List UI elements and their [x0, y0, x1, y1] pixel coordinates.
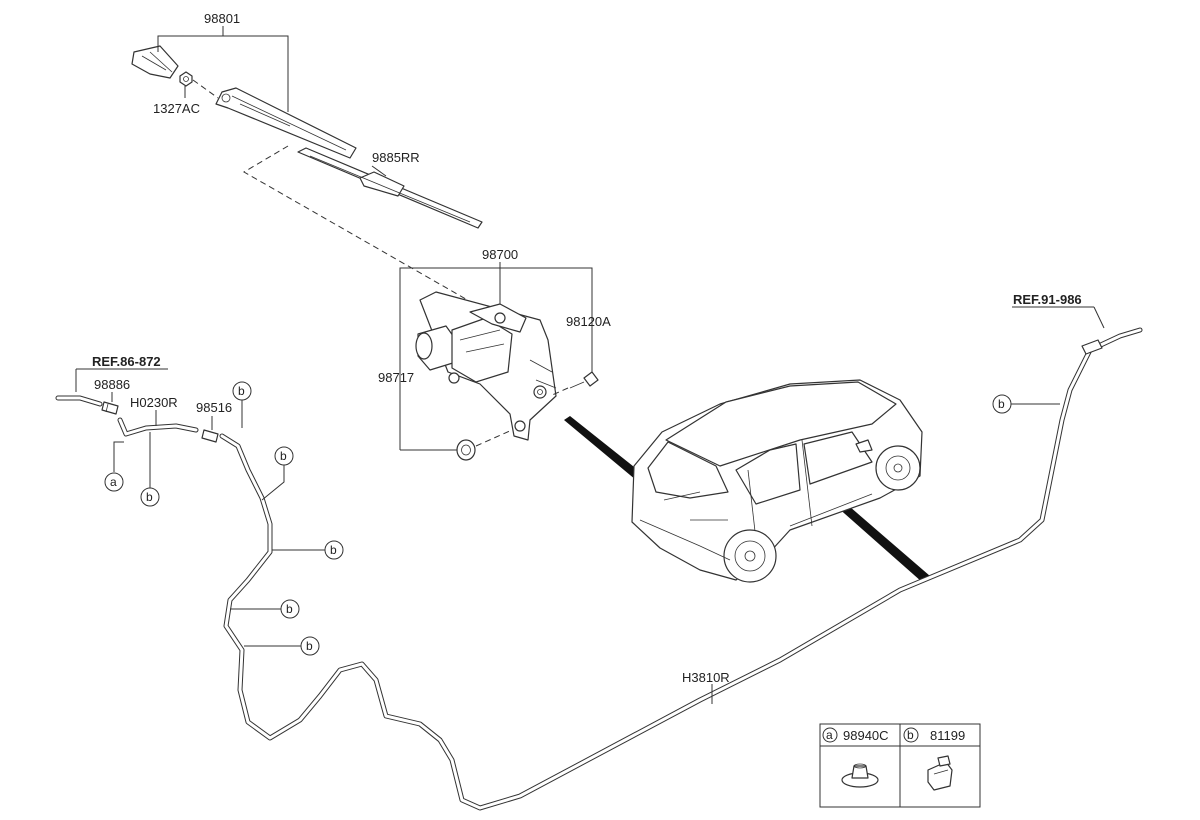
legend-a-part[interactable]: 98940C [843, 728, 889, 743]
callout-b-short-hose[interactable]: b [140, 487, 160, 507]
label-H3810R[interactable]: H3810R [682, 670, 730, 685]
connector-ref-91-986 [1081, 339, 1103, 355]
grommet-98717[interactable] [456, 439, 476, 461]
assembly-guide-line [243, 145, 479, 307]
label-H0230R[interactable]: H0230R [130, 395, 178, 410]
leader-callout-a [113, 441, 124, 472]
highlight-band-lower [836, 500, 930, 582]
hose-H3810R[interactable] [219, 327, 1143, 811]
hose-H0230R[interactable] [117, 417, 199, 437]
nut-1327AC[interactable] [179, 71, 193, 87]
ref-91-986[interactable]: REF.91-986 [1013, 292, 1082, 307]
callout-b-clip-4[interactable]: b [300, 636, 320, 656]
ref-86-872[interactable]: REF.86-872 [92, 354, 161, 369]
legend-b-part[interactable]: 81199 [930, 728, 965, 743]
callout-b-clip-3[interactable]: b [280, 599, 300, 619]
ref-91-986-leader [1093, 306, 1105, 329]
connector-98886[interactable] [101, 401, 119, 415]
callout-a-left[interactable]: a [104, 472, 124, 492]
leader-9885RR [371, 165, 387, 177]
joint-98516[interactable] [201, 429, 219, 443]
axis-grommet [475, 429, 513, 447]
callout-b-clip-2[interactable]: b [324, 540, 344, 560]
label-9885RR[interactable]: 9885RR [372, 150, 420, 165]
clip-81199-icon [927, 755, 953, 791]
legend-b-marker: b [907, 728, 914, 742]
legend-a-marker: a [826, 728, 833, 742]
clip-98940C-icon [841, 763, 879, 788]
label-98700[interactable]: 98700 [482, 247, 518, 262]
car-illustration [631, 379, 923, 583]
callout-b-clip-1[interactable]: b [274, 446, 294, 466]
callout-b-clip-5[interactable]: b [992, 394, 1012, 414]
label-98886[interactable]: 98886 [94, 377, 130, 392]
leader-98700 [399, 267, 593, 394]
svg-text:b: b [238, 384, 245, 398]
wiper-arm-98801[interactable] [131, 45, 357, 159]
svg-text:b: b [998, 397, 1005, 411]
svg-text:b: b [280, 449, 287, 463]
svg-text:b: b [306, 639, 313, 653]
callout-b-top[interactable]: b [232, 381, 252, 401]
wiper-motor-98700[interactable] [415, 291, 557, 441]
bolt-98120A[interactable] [569, 371, 599, 389]
label-98717[interactable]: 98717 [378, 370, 414, 385]
label-98516[interactable]: 98516 [196, 400, 232, 415]
label-98801[interactable]: 98801 [204, 11, 240, 26]
svg-text:b: b [286, 602, 293, 616]
svg-text:b: b [146, 490, 153, 504]
label-1327AC[interactable]: 1327AC [153, 101, 200, 116]
wiper-blade-9885RR[interactable] [297, 147, 483, 229]
legend-table: a 98940C b 81199 [819, 723, 981, 808]
axis-bolt [549, 387, 569, 397]
axis-nut [192, 79, 219, 99]
svg-text:a: a [110, 475, 117, 489]
leader-callout-b-1 [261, 465, 285, 501]
svg-text:b: b [330, 543, 337, 557]
label-98120A[interactable]: 98120A [566, 314, 611, 329]
